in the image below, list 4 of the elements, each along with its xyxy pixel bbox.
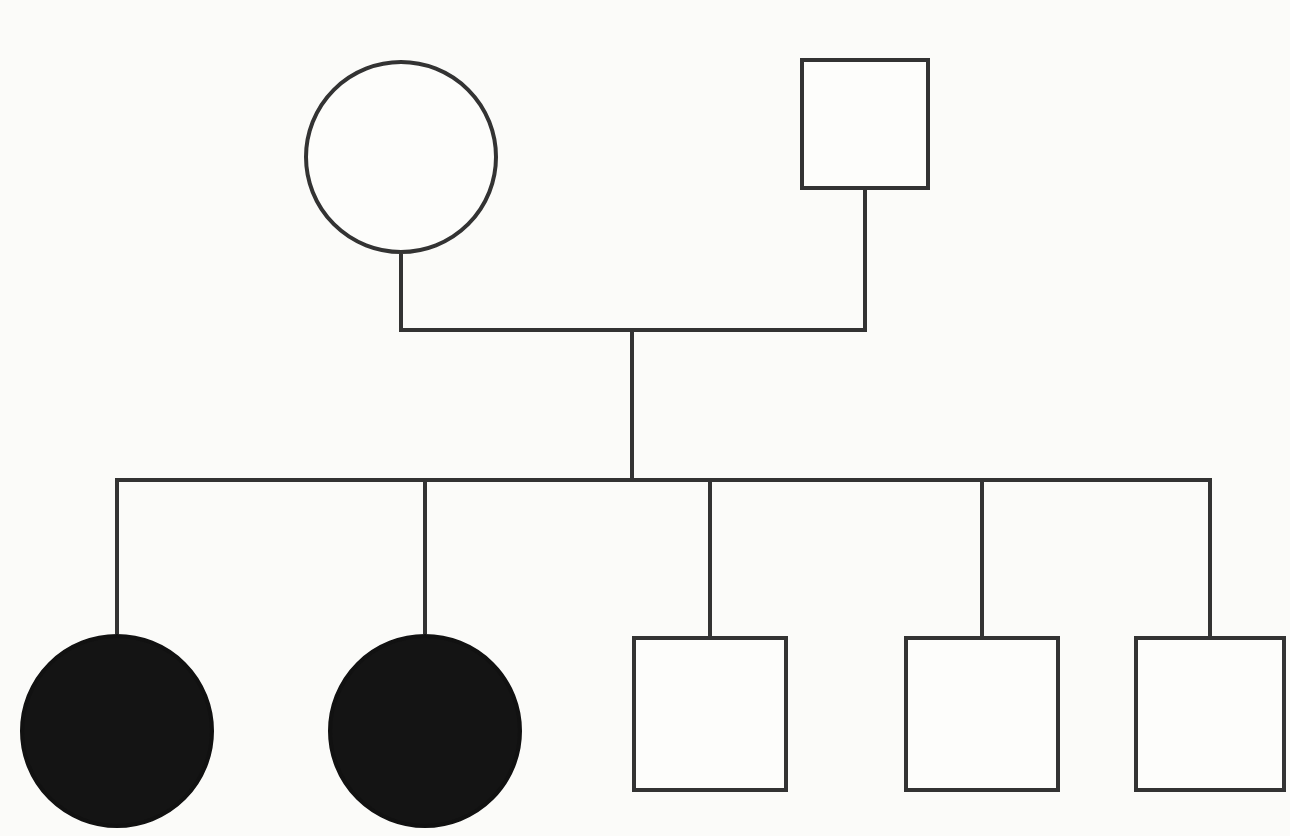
square-symbol (1134, 636, 1286, 792)
square-symbol (632, 636, 788, 792)
square-symbol (800, 58, 930, 190)
square-symbol (904, 636, 1060, 792)
